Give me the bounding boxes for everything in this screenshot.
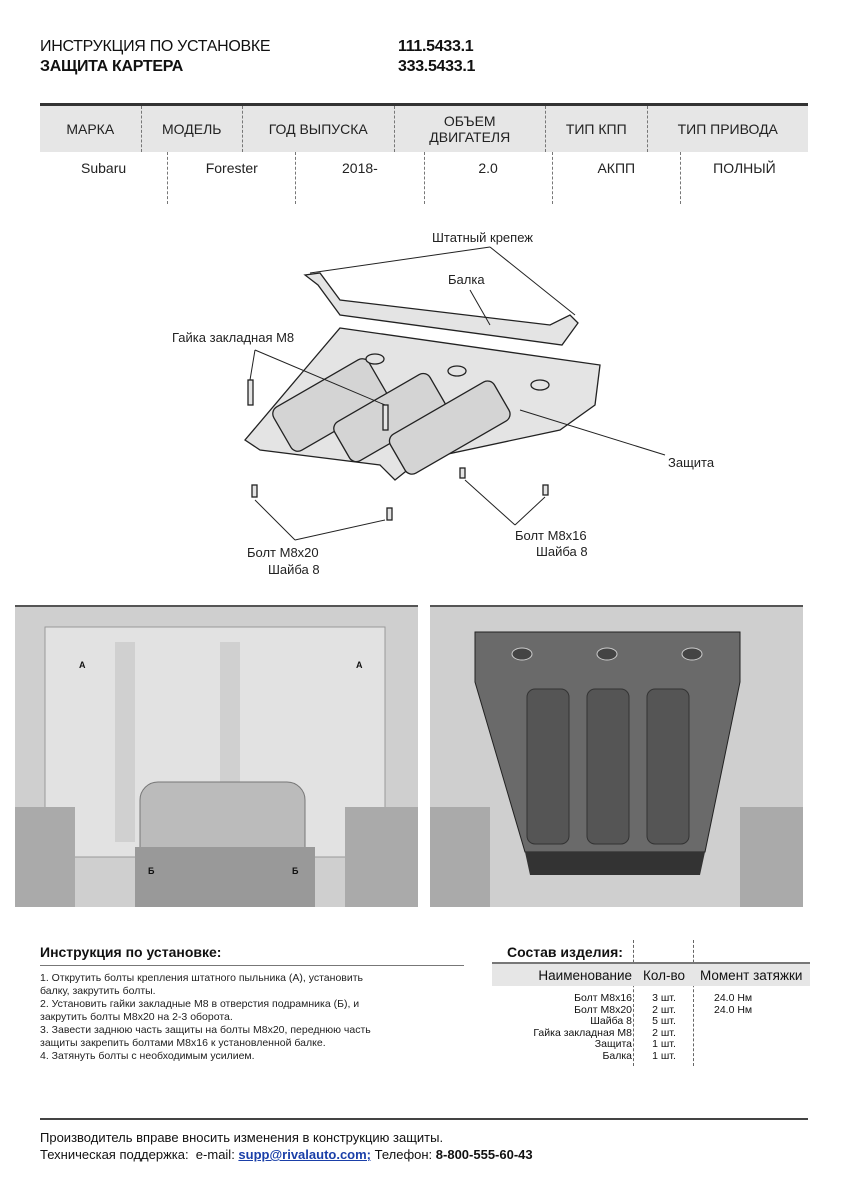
exploded-diagram [244,246,666,541]
part-torque [692,1016,810,1028]
product-code-2: 333.5433.1 [398,58,476,75]
part-qty: 1 шт. [652,1038,676,1050]
label-guard: Защита [668,455,715,470]
doc-subtitle: ЗАЩИТА КАРТЕРА [40,58,183,75]
td-engine: 2.0 [425,152,553,204]
instruction-line: 2. Установить гайки закладные М8 в отвер… [40,998,360,1010]
part-torque: 24.0 Нм [714,1003,753,1016]
th-qty: Кол-во [643,967,685,983]
footer-support: Техническая поддержка: e-mail: supp@riva… [40,1147,533,1162]
part-name: Шайба 8 [590,1015,632,1027]
instruction-line: балку, закрутить болты. [40,985,156,997]
th-make: МАРКА [40,106,142,152]
label-washer-a: Шайба 8 [536,544,588,559]
label-beam: Балка [448,272,485,287]
part-torque [692,1028,810,1040]
part-qty: 2 шт. [652,1003,676,1016]
marker-a-right: А [356,660,363,670]
support-phone: 8-800-555-60-43 [435,1147,533,1162]
part-name: Защита [594,1038,632,1050]
parts-table: Наименование Кол-во Момент затяжки Болт … [492,962,810,1062]
parts-row: Балка 1 шт. [492,1049,810,1063]
doc-title: ИНСТРУКЦИЯ ПО УСТАНОВКЕ [40,38,271,55]
instructions-title: Инструкция по установке: [40,944,222,960]
part-qty: 3 шт. [652,992,676,1004]
instruction-line: 4. Затянуть болты с необходимым усилием. [40,1050,255,1062]
label-bolt-m8x20: Болт М8х20 [247,545,319,560]
part-name: Болт М8х16 [574,992,632,1004]
th-name: Наименование [538,967,632,983]
parts-row: Гайка закладная М8 2 шт. [492,1026,810,1040]
td-gearbox: АКПП [553,152,681,204]
label-fastener: Штатный крепеж [432,230,533,245]
td-year: 2018- [296,152,425,204]
phone-label: Телефон: [371,1147,436,1162]
part-name: Болт М8х20 [574,1003,632,1016]
label-washer-b: Шайба 8 [268,562,320,577]
marker-a-left: А [79,660,86,670]
th-drive: ТИП ПРИВОДА [677,121,778,137]
part-torque: 24.0 Нм [714,992,753,1004]
instruction-line: закрутить болты М8х20 на 2-3 оборота. [40,1011,233,1023]
parts-row: Болт М8х16 3 шт. 24.0 Нм [492,992,810,1005]
instruction-line: защиты закрепить болтами М8х16 к установ… [40,1037,326,1049]
beam-drawing [303,272,579,346]
part-torque [692,1039,810,1051]
part-name: Балка [602,1049,632,1062]
footer-disclaimer: Производитель вправе вносить изменения в… [40,1130,444,1145]
parts-row: Болт М8х20 2 шт. 24.0 Нм [492,1003,810,1017]
th-gearbox: ТИП КПП [546,106,648,152]
th-model: МОДЕЛЬ [142,106,243,152]
part-torque [692,1051,810,1063]
support-label: Техническая поддержка: e-mail: [40,1147,239,1162]
marker-b-right: Б [292,866,299,876]
th-engine: ОБЪЕМ ДВИГАТЕЛЯ [395,106,546,152]
instructions-list: 1. Открутить болты крепления штатного пы… [40,972,371,1063]
td-model: Forester [168,152,297,204]
parts-row: Шайба 8 5 шт. [492,1015,810,1028]
parts-row: Защита 1 шт. [492,1038,810,1051]
parts-title: Состав изделия: [507,944,623,960]
label-nut: Гайка закладная М8 [172,330,295,345]
divider [633,940,634,1066]
part-qty: 1 шт. [652,1049,676,1062]
spec-table: МАРКА МОДЕЛЬ ГОД ВЫПУСКА ОБЪЕМ ДВИГАТЕЛЯ… [40,103,808,204]
support-email-link[interactable]: supp@rivalauto.com; [238,1147,372,1162]
label-bolt-m8x16: Болт М8х16 [515,528,587,543]
product-code-1: 111.5433.1 [398,38,474,55]
photo-after [430,605,803,907]
instruction-line: 3. Завести заднюю часть защиты на болты … [40,1024,371,1036]
td-drive: ПОЛНЫЙ [713,160,776,176]
td-make: Subaru [40,152,169,204]
th-year: ГОД ВЫПУСКА [243,106,395,152]
instruction-line: 1. Открутить болты крепления штатного пы… [40,972,364,984]
th-torque: Момент затяжки [700,967,803,983]
divider [693,940,694,1066]
part-qty: 2 шт. [652,1026,676,1039]
footer-divider [40,1118,808,1120]
part-qty: 5 шт. [652,1015,676,1027]
marker-b-left: Б [148,866,155,876]
part-name: Гайка закладная М8 [533,1026,632,1039]
photo-before [15,605,418,907]
divider [40,965,464,966]
